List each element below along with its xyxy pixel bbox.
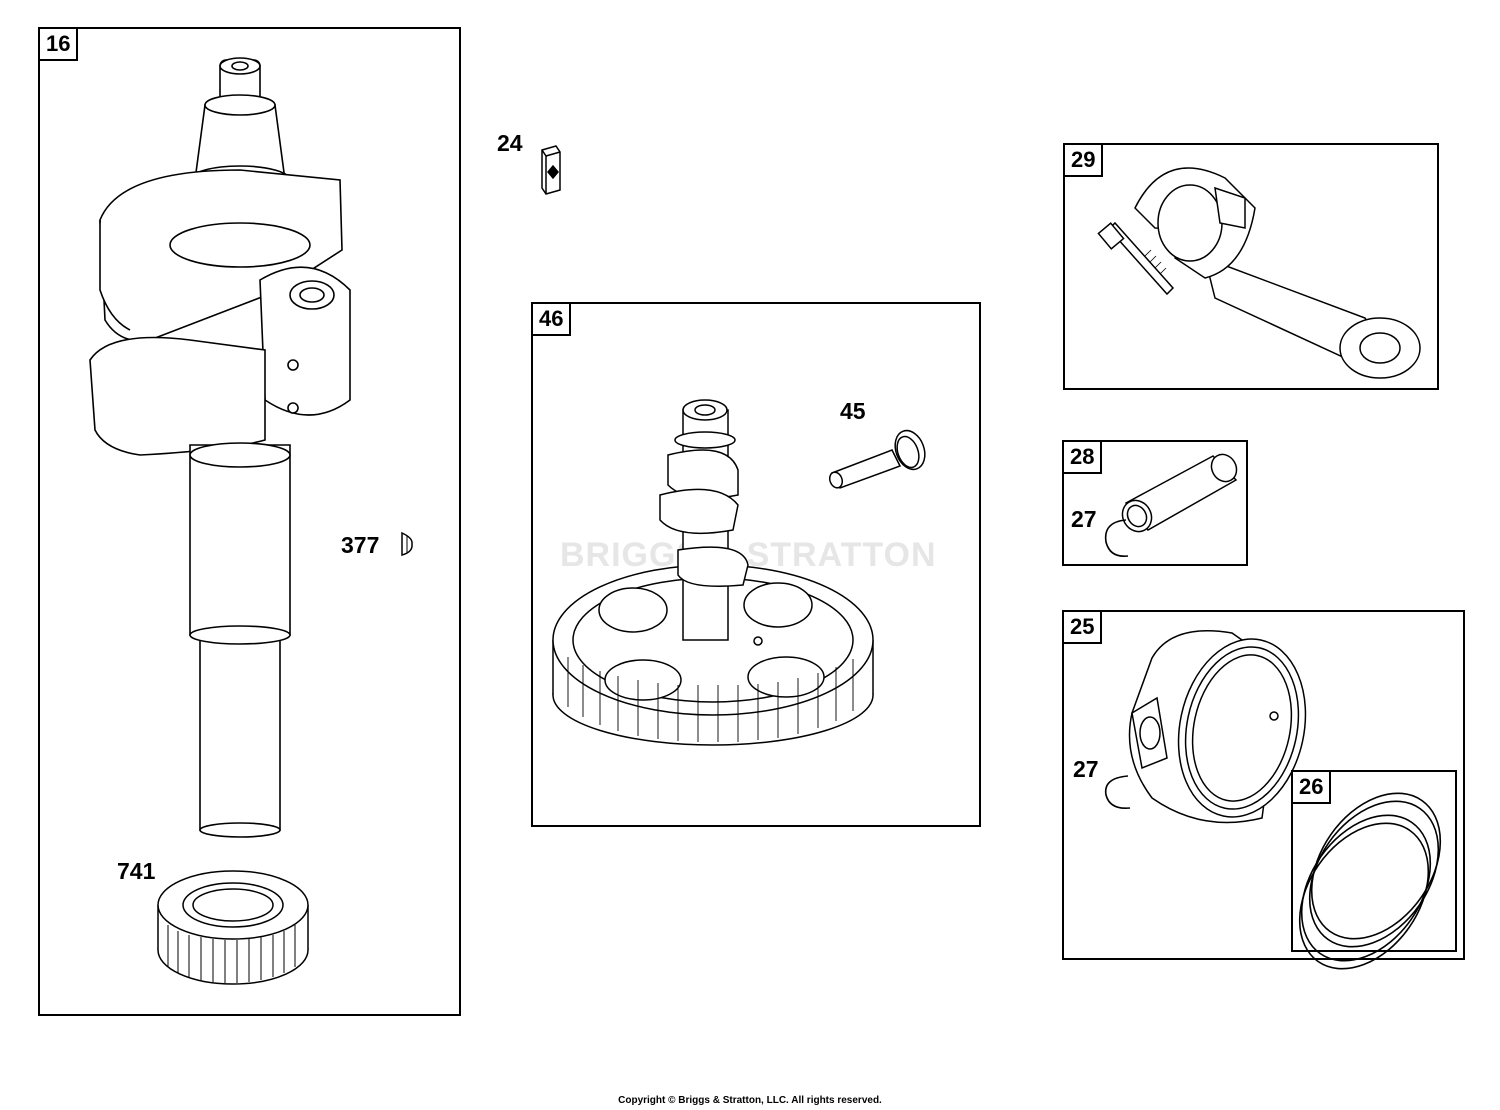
woodruff-key-icon[interactable] (538, 144, 564, 196)
ref-tag-46[interactable]: 46 (531, 302, 572, 336)
connecting-rod-icon[interactable] (1095, 148, 1435, 388)
piston-ring-set-icon[interactable] (1296, 776, 1452, 946)
crank-gear-icon[interactable] (153, 855, 313, 990)
ref-tag-16[interactable]: 16 (38, 27, 79, 61)
callout-24[interactable]: 24 (497, 130, 523, 156)
copyright-notice: Copyright © Briggs & Stratton, LLC. All … (618, 1095, 882, 1106)
callout-741[interactable]: 741 (117, 858, 156, 884)
piston-icon[interactable] (1112, 618, 1312, 838)
retaining-clip-icon[interactable] (1098, 512, 1138, 562)
timing-key-icon[interactable] (398, 530, 418, 558)
valve-tappet-icon[interactable] (822, 428, 932, 493)
callout-27-piston[interactable]: 27 (1073, 756, 1099, 782)
ref-tag-26[interactable]: 26 (1291, 770, 1332, 804)
ref-tag-28[interactable]: 28 (1062, 440, 1103, 474)
crankshaft-icon[interactable] (80, 50, 380, 850)
callout-377[interactable]: 377 (341, 532, 380, 558)
camshaft-gear-icon[interactable] (548, 395, 878, 750)
callout-27-pin[interactable]: 27 (1071, 506, 1097, 532)
ref-tag-25[interactable]: 25 (1062, 610, 1103, 644)
callout-45[interactable]: 45 (840, 398, 866, 424)
retaining-clip-icon-2[interactable] (1098, 770, 1138, 815)
piston-pin-icon[interactable] (1118, 448, 1243, 538)
ref-tag-29[interactable]: 29 (1063, 143, 1104, 177)
